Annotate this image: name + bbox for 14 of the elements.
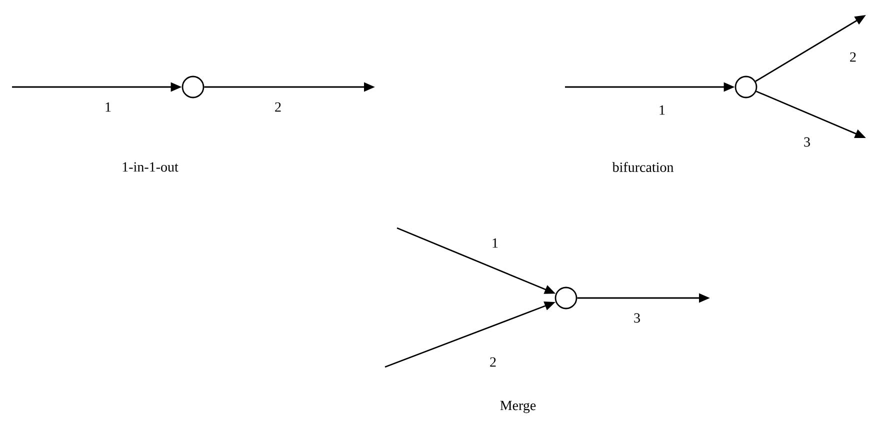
edge-label: 2 (850, 52, 856, 62)
edge-label: 2 (275, 102, 281, 112)
caption: 1-in-1-out (122, 162, 178, 172)
edge-label: 3 (804, 137, 810, 147)
caption: Merge (500, 400, 536, 414)
edge-label: 1 (106, 102, 111, 112)
junction-circle (182, 76, 204, 98)
junction-circle (734, 76, 758, 98)
junction-circle (554, 286, 578, 310)
edge-label: 3 (634, 313, 640, 323)
caption: bifurcation (612, 162, 674, 172)
edge-label: 1 (492, 238, 498, 248)
edge-label: 1 (660, 105, 665, 115)
edge-label: 2 (490, 357, 496, 367)
